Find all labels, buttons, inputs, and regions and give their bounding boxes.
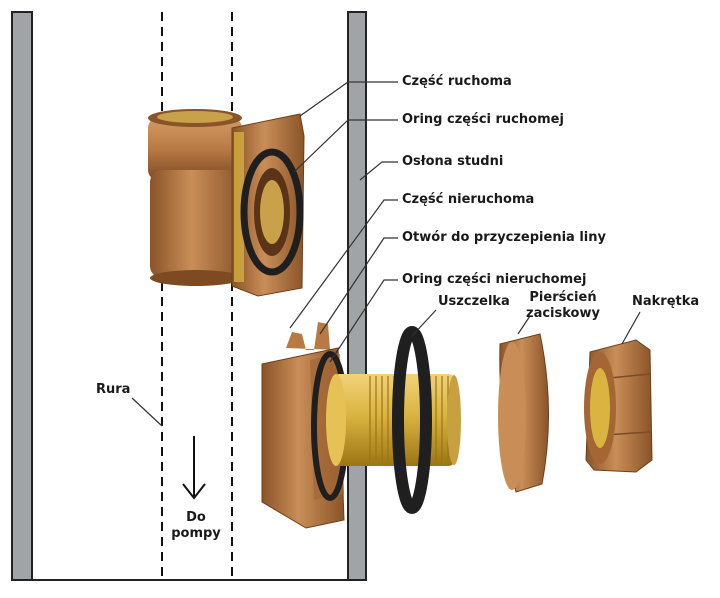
- nut-thread: [590, 368, 610, 448]
- leader-oring-nieruchomej: [329, 279, 398, 363]
- clamp-ring-face: [498, 342, 526, 490]
- leader-lines: [131, 81, 641, 427]
- label-oring-czesci-ruchomej: Oring części ruchomej: [402, 112, 564, 127]
- leader-nakretka: [621, 311, 641, 345]
- pipe: [161, 12, 233, 580]
- arrow-down-icon: [182, 436, 206, 500]
- moving-part-oring: [240, 148, 304, 276]
- moving-part-bottom-rim: [150, 270, 242, 286]
- moving-part-flange-edge: [234, 132, 244, 282]
- moving-part-bore-thread: [260, 180, 284, 244]
- leader-czesc-ruchoma: [299, 81, 398, 117]
- moving-part-lower-body: [150, 170, 242, 278]
- nut: [584, 339, 653, 473]
- leader-otwor: [319, 237, 398, 335]
- fixed-part-nipple-face: [326, 374, 346, 466]
- label-pompy: pompy: [171, 526, 221, 541]
- fixed-part-rope-lug: [286, 322, 338, 350]
- leader-rura: [131, 397, 163, 427]
- label-pierscien-zaciskowy: Pierścień zaciskowy: [518, 290, 608, 322]
- casing-left-wall: [11, 11, 33, 581]
- gasket: [392, 326, 432, 514]
- label-otwor-do-przyczepienia-liny: Otwór do przyczepienia liny: [402, 230, 606, 245]
- casing-right-wall: [347, 11, 367, 581]
- label-do: Do: [186, 510, 206, 525]
- label-czesc-ruchoma: Część ruchoma: [402, 74, 512, 89]
- leader-pierscien: [517, 315, 531, 335]
- label-nakretka: Nakrętka: [632, 294, 700, 309]
- clamp-ring: [498, 333, 550, 493]
- moving-part-top-body: [148, 118, 242, 180]
- label-oslona-studni: Osłona studni: [402, 154, 504, 169]
- label-pierscien-line1: Pierścień: [529, 290, 597, 305]
- leader-oslona: [359, 161, 398, 181]
- moving-part: [148, 109, 305, 297]
- label-rura: Rura: [96, 382, 131, 397]
- label-uszczelka: Uszczelka: [438, 294, 510, 309]
- label-pierscien-line2: zaciskowy: [526, 306, 600, 321]
- label-czesc-nieruchoma: Część nieruchoma: [402, 192, 535, 207]
- leader-oring-ruchomej: [293, 119, 398, 173]
- gasket-ring: [392, 326, 432, 514]
- label-oring-czesci-nieruchomej: Oring części nieruchomej: [402, 272, 587, 287]
- label-do-pompy: Do pompy: [168, 510, 224, 542]
- fixed-part-nipple-end: [447, 375, 461, 465]
- leader-czesc-nieruchoma: [289, 199, 398, 329]
- moving-part-thread: [157, 111, 233, 123]
- leader-uszczelka: [411, 309, 437, 337]
